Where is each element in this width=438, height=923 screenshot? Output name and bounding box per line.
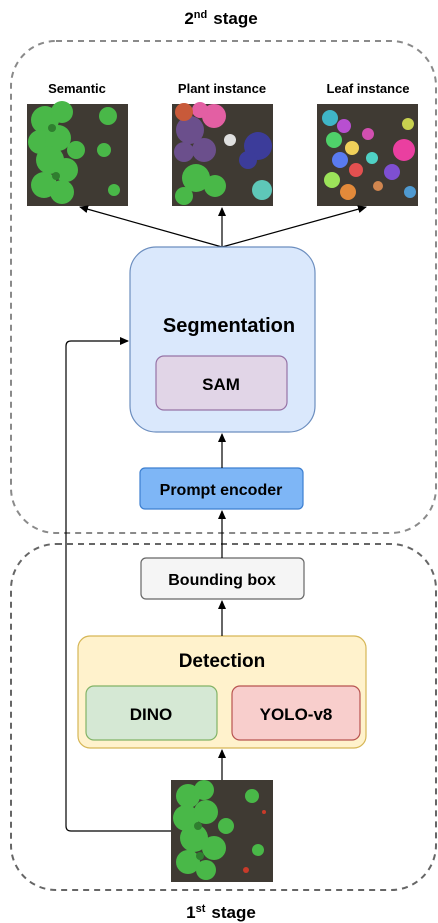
semantic-image bbox=[27, 101, 128, 206]
arrow-to-semantic bbox=[79, 205, 223, 248]
semantic-label: Semantic bbox=[48, 81, 106, 96]
plant-instance-label: Plant instance bbox=[178, 81, 266, 96]
bounding-box-label: Bounding box bbox=[168, 572, 276, 589]
dino-label: DINO bbox=[130, 705, 173, 724]
dino-box bbox=[85, 685, 218, 741]
prompt-encoder-label: Prompt encoder bbox=[160, 482, 283, 499]
input-image bbox=[171, 780, 273, 882]
leaf-instance-label: Leaf instance bbox=[326, 81, 409, 96]
segmentation-label: Segmentation bbox=[163, 315, 295, 337]
skip-connection-arrow bbox=[65, 337, 171, 832]
arrow-to-leaf-instance bbox=[221, 205, 367, 248]
detection-label: Detection bbox=[179, 651, 266, 672]
yolo-box bbox=[231, 685, 361, 741]
sam-box bbox=[155, 355, 288, 411]
yolo-label: YOLO-v8 bbox=[260, 705, 333, 724]
sam-label: SAM bbox=[202, 375, 240, 394]
second-stage-container bbox=[10, 40, 437, 534]
leaf-instance-image bbox=[317, 104, 418, 206]
plant-instance-image bbox=[172, 102, 273, 206]
first-stage-container bbox=[10, 543, 437, 891]
